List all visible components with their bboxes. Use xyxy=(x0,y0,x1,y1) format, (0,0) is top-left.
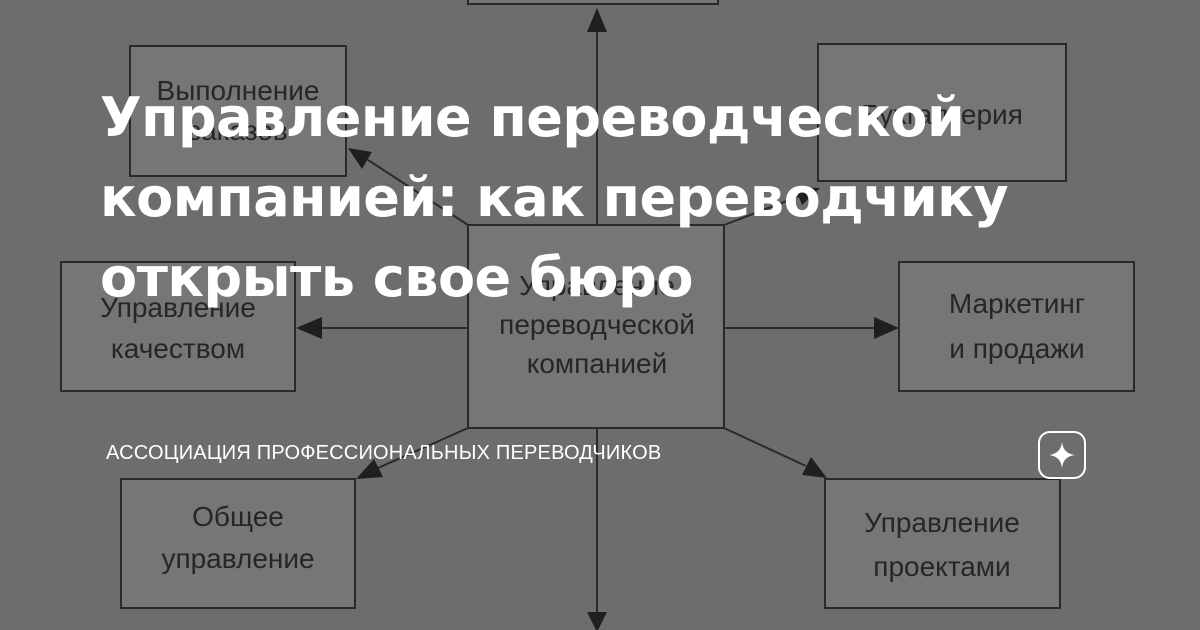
diagram-projects-line-1: Управление xyxy=(864,507,1020,538)
edge-center-execution xyxy=(367,159,469,226)
diagram-box-marketing xyxy=(898,261,1135,392)
diagram-marketing-line-2: и продажи xyxy=(949,333,1084,364)
diagram-execution-line-2: заказов xyxy=(188,115,288,146)
edge-center-accounting xyxy=(723,195,801,226)
article-title-line-3: открыть свое бюро xyxy=(100,246,693,309)
diagram-center-line-2: переводческой xyxy=(499,309,695,340)
arrowhead-execution xyxy=(348,148,372,169)
edge-center-general xyxy=(377,427,469,469)
diagram-quality-line-2: качеством xyxy=(111,333,245,364)
arrowhead-marketing xyxy=(874,317,899,339)
diagram-box-center xyxy=(467,224,725,429)
source-channel-name[interactable]: АССОЦИАЦИЯ ПРОФЕССИОНАЛЬНЫХ ПЕРЕВОДЧИКОВ xyxy=(106,442,662,464)
arrowhead-accounting xyxy=(795,187,820,205)
arrowhead-bottom xyxy=(587,612,607,630)
diagram-quality-line-1: Управление xyxy=(100,292,256,323)
diagram-general-line-2: управление xyxy=(161,543,314,574)
diagram-box-execution xyxy=(129,45,347,177)
diagram-center-line-3: компанией xyxy=(527,348,667,379)
diagram-box-general xyxy=(120,478,356,609)
article-title-line-1: Управление переводческой xyxy=(100,86,965,149)
sparkle-star-glyph xyxy=(1049,442,1075,468)
article-title: Управление переводческой компанией: как … xyxy=(100,78,1100,318)
diagram-accounting-line-1: Бухгалтерия xyxy=(861,99,1023,130)
arrowhead-top xyxy=(587,8,607,32)
arrowhead-general xyxy=(356,459,383,479)
diagram-projects-line-2: проектами xyxy=(873,551,1010,582)
diagram-box-projects xyxy=(824,478,1061,609)
sparkle-star-icon[interactable] xyxy=(1038,431,1086,479)
diagram-general-line-1: Общее xyxy=(192,501,284,532)
arrowhead-quality xyxy=(296,317,322,339)
diagram-execution-line-1: Выполнение xyxy=(157,75,320,106)
arrowhead-projects xyxy=(802,457,827,478)
diagram-center-line-1: Управление xyxy=(519,270,675,301)
diagram-box-quality xyxy=(60,261,296,392)
article-title-line-2: компанией: как переводчику xyxy=(100,166,1009,229)
diagram-box-top-partial xyxy=(467,0,719,5)
edge-center-projects xyxy=(723,427,807,467)
diagram-marketing-line-1: Маркетинг xyxy=(949,288,1085,319)
diagram-box-accounting xyxy=(817,43,1067,182)
